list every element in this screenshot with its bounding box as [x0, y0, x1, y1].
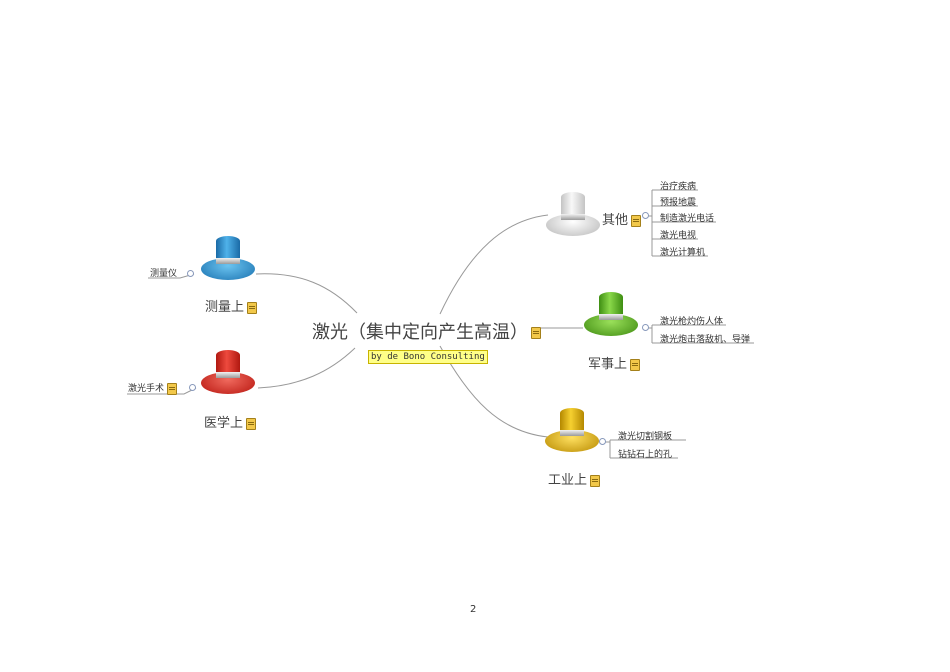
branch-industry[interactable]: 工业上	[548, 469, 600, 488]
note-icon[interactable]	[531, 327, 541, 339]
note-icon[interactable]	[590, 475, 600, 487]
note-icon[interactable]	[631, 215, 641, 227]
collapse-toggle[interactable]	[642, 212, 649, 219]
blue-hat-icon	[201, 236, 255, 280]
page-number: 2	[470, 604, 476, 615]
branch-military-label: 军事上	[588, 357, 627, 372]
branch-other[interactable]: 其他	[602, 209, 641, 228]
leaf-medical-1-label: 激光手术	[128, 384, 164, 394]
leaf-medical-1[interactable]: 激光手术	[128, 381, 177, 395]
leaf-military-1[interactable]: 激光枪灼伤人体	[660, 314, 723, 327]
leaf-other-3[interactable]: 制造激光电话	[660, 211, 714, 224]
leaf-other-5[interactable]: 激光计算机	[660, 245, 705, 258]
note-icon[interactable]	[247, 302, 257, 314]
note-icon[interactable]	[246, 418, 256, 430]
yellow-hat-icon	[545, 408, 599, 452]
leaf-other-1[interactable]: 治疗疾病	[660, 179, 696, 192]
leaf-measure-1[interactable]: 测量仪	[150, 266, 177, 279]
red-hat-icon	[201, 350, 255, 394]
white-hat-icon	[546, 192, 600, 236]
collapse-toggle[interactable]	[642, 324, 649, 331]
leaf-industry-1[interactable]: 激光切割钢板	[618, 429, 672, 442]
note-icon[interactable]	[630, 359, 640, 371]
collapse-toggle[interactable]	[189, 384, 196, 391]
central-tag: by de Bono Consulting	[368, 350, 488, 364]
leaf-industry-2[interactable]: 钻钻石上的孔	[618, 447, 672, 460]
line-leaves-other-trunk	[648, 190, 652, 256]
branch-other-label: 其他	[602, 213, 628, 228]
line-to-medical	[258, 348, 355, 388]
branch-measure[interactable]: 测量上	[205, 296, 257, 315]
leaf-other-4[interactable]: 激光电视	[660, 228, 696, 241]
leaf-military-2[interactable]: 激光炮击落敌机、导弹	[660, 332, 750, 345]
central-topic-label: 激光（集中定向产生高温）	[312, 322, 528, 343]
branch-medical[interactable]: 医学上	[204, 412, 256, 431]
collapse-toggle[interactable]	[187, 270, 194, 277]
line-to-other	[440, 215, 548, 314]
branch-medical-label: 医学上	[204, 416, 243, 431]
branch-military[interactable]: 军事上	[588, 353, 640, 372]
branch-measure-label: 测量上	[205, 300, 244, 315]
line-to-measure	[256, 274, 357, 313]
green-hat-icon	[584, 292, 638, 336]
note-icon[interactable]	[167, 383, 177, 395]
branch-industry-label: 工业上	[548, 473, 587, 488]
leaf-other-2[interactable]: 预报地震	[660, 195, 696, 208]
collapse-toggle[interactable]	[599, 438, 606, 445]
central-topic[interactable]: 激光（集中定向产生高温）	[312, 318, 541, 344]
